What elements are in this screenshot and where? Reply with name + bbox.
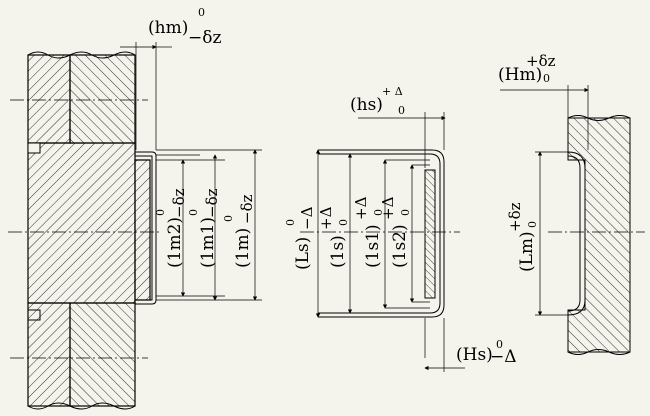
dim-Lm: (Lm) +δz 0	[506, 202, 539, 272]
dim-lm: (1m) 0 −δz	[222, 194, 256, 268]
label-ls2-upper: +Δ	[379, 196, 397, 220]
label-Hs: (Hs)	[456, 345, 493, 365]
label-lm2-upper: 0	[154, 209, 167, 216]
label-hm-lower: −δz	[188, 28, 221, 48]
label-ls2-lower: 0	[399, 209, 412, 216]
dim-Ls: (Ls) 0 −Δ	[284, 206, 316, 270]
dim-Hm: (Hm) +δz 0	[498, 52, 556, 85]
label-lm1: (1m1)	[198, 217, 218, 268]
label-hm-upper: 0	[198, 6, 205, 19]
left-die-assembly	[8, 51, 160, 410]
label-Lm-lower: 0	[526, 221, 539, 228]
label-Hm: (Hm)	[498, 65, 542, 85]
label-hm: (hm)	[148, 18, 188, 38]
dim-lm1: (1m1) 0 −δz	[187, 188, 221, 268]
label-Lm-upper: +δz	[506, 202, 524, 232]
label-Lm: (Lm)	[517, 231, 537, 272]
label-ls2: (1s2)	[390, 224, 410, 268]
label-ls-upper: +Δ	[317, 206, 335, 230]
right-dimension-lines	[500, 85, 589, 316]
label-ls1-upper: +Δ	[352, 196, 370, 220]
label-hs-lower: 0	[398, 104, 405, 117]
label-Ls-lower: −Δ	[298, 206, 316, 230]
label-ls1: (1s1)	[363, 224, 383, 268]
label-lm-lower: −δz	[238, 194, 256, 224]
middle-dimension-lines	[315, 112, 465, 372]
right-die	[548, 115, 645, 355]
dim-lm2: (1m2) 0 −δz	[154, 188, 188, 268]
middle-part	[300, 149, 460, 318]
label-ls-lower: 0	[337, 219, 350, 226]
label-Hs-lower: −Δ	[490, 347, 517, 367]
label-ls1-lower: 0	[372, 209, 385, 216]
label-lm2-lower: −δz	[170, 188, 188, 218]
dim-ls: (1s) +Δ 0	[317, 206, 350, 268]
label-Ls: (Ls)	[293, 237, 313, 270]
dim-Hs: (Hs) 0 −Δ	[456, 338, 517, 367]
label-lm: (1m)	[233, 228, 253, 268]
label-lm2: (1m2)	[165, 217, 185, 268]
label-hs-upper: + Δ	[382, 85, 403, 98]
label-Ls-upper: 0	[284, 219, 297, 226]
left-dimension-lines	[120, 42, 262, 301]
label-ls: (1s)	[328, 235, 348, 268]
dim-hs: (hs) + Δ 0	[350, 85, 405, 117]
dim-ls2: (1s2) +Δ 0	[379, 196, 412, 268]
dim-ls1: (1s1) +Δ 0	[352, 196, 385, 268]
label-hs: (hs)	[350, 95, 383, 115]
label-Hm-upper: +δz	[526, 52, 556, 70]
label-lm1-lower: −δz	[203, 188, 221, 218]
dim-hm: (hm) 0 −δz	[148, 6, 221, 48]
label-lm1-upper: 0	[187, 209, 200, 216]
label-Hs-upper: 0	[496, 338, 503, 351]
label-lm-upper: 0	[222, 215, 235, 222]
label-Hm-lower: 0	[543, 72, 550, 85]
